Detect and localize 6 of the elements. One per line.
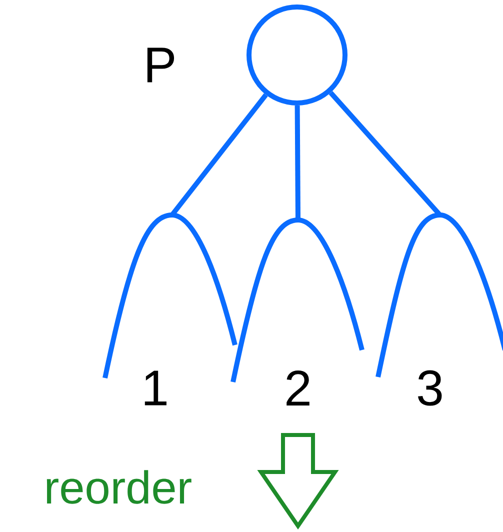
subtree-label: 2 (286, 370, 310, 406)
tree-edge (294, 105, 300, 220)
subtree-label: P (147, 48, 174, 82)
subtree-label: 3 (418, 370, 442, 406)
subtree-label: 1 (144, 370, 166, 406)
caption-text: reorder (46, 470, 192, 504)
